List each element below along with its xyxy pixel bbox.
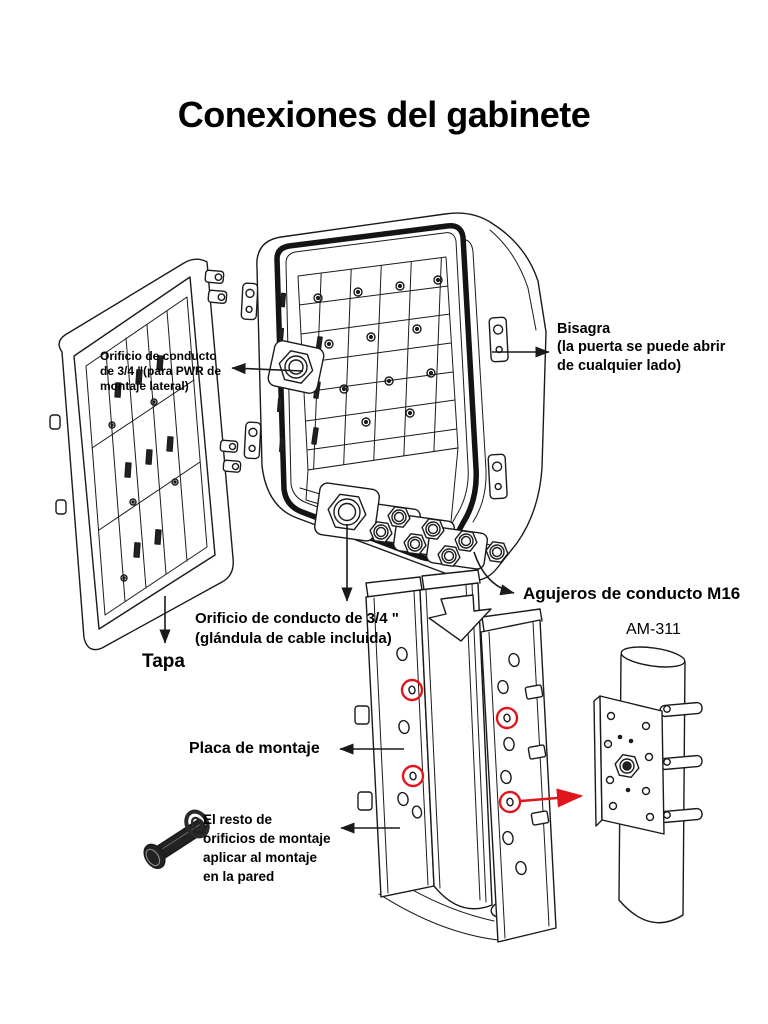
red-highlights (400, 678, 584, 814)
highlight-circle (401, 764, 425, 788)
label-mounting-plate: Placa de montaje (189, 740, 320, 757)
door-hinge-icon (204, 269, 242, 473)
highlight-circle (498, 790, 522, 814)
screw-illustration (143, 809, 210, 870)
cabinet-illustration (240, 212, 547, 582)
door-illustration (49, 258, 242, 651)
label-side-conduit: Orificio de conducto de 3/4 "(para PWR d… (100, 349, 222, 394)
adapter-holes-icon (603, 711, 655, 822)
pole-mount-illustration (593, 646, 703, 924)
side-conduit-gland-icon (267, 340, 325, 394)
bottom-conduit-gland-icon (314, 482, 380, 542)
page-title: Conexiones del gabinete (177, 94, 591, 135)
label-pole-mount-model: AM-311 (626, 621, 681, 638)
slide-down-arrow-icon (428, 594, 492, 642)
m16-arrow (473, 551, 515, 596)
cabinet-hinge-icon (487, 316, 509, 500)
pole-mount-red-arrow (520, 788, 584, 808)
m16-glands-icon (369, 506, 509, 567)
adapter-gland-icon (614, 754, 640, 778)
label-bottom-conduit: Orificio de conducto de 3/4 " (glándula … (195, 610, 399, 648)
side-conduit-arrow (231, 362, 304, 375)
label-lid: Tapa (142, 651, 185, 672)
leader-arrows (159, 346, 550, 834)
label-wall-mount-holes: El resto de orificios de montaje aplicar… (203, 812, 331, 884)
highlight-circle (495, 706, 519, 730)
highlight-circle (400, 678, 424, 702)
mounting-plate-illustration (354, 569, 557, 943)
label-conduit-m16: Agujeros de conducto M16 (523, 584, 741, 603)
washer-icon (184, 809, 210, 839)
label-hinge: Bisagra (la puerta se puede abrir de cua… (557, 321, 726, 374)
cabinet-hinge-icon (240, 282, 262, 460)
